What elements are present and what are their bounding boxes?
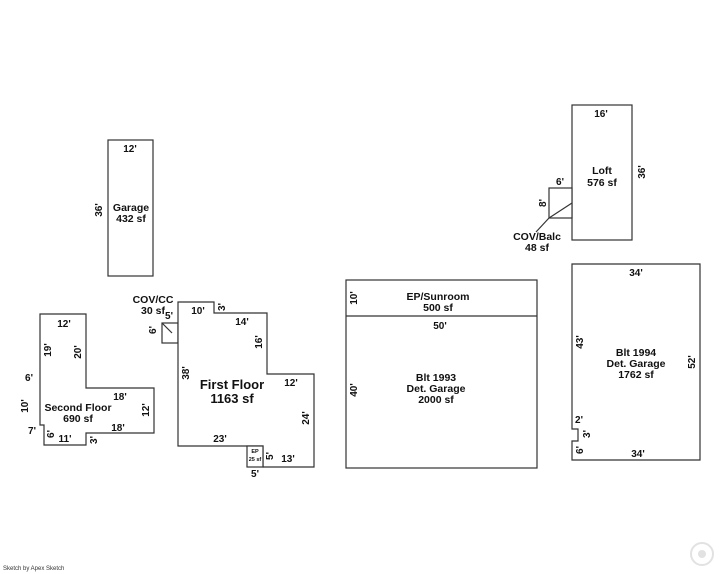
cov-balc-h-dim: 8' bbox=[538, 199, 549, 207]
det-garage-1993-top-dim: 50' bbox=[433, 321, 447, 332]
first-floor-top-small-dim: 3' bbox=[217, 303, 228, 311]
first-floor-area: 1163 sf bbox=[210, 391, 254, 406]
cov-balc-outline bbox=[548, 187, 573, 219]
loft-room: 16' 36' Loft 576 sf bbox=[571, 104, 648, 241]
det-garage-1994-top-dim: 34' bbox=[629, 268, 643, 279]
first-floor-name: First Floor bbox=[200, 377, 264, 392]
second-floor-left-upper-dim: 19' bbox=[43, 343, 54, 357]
sunroom-name: EP/Sunroom bbox=[406, 291, 469, 303]
cov-balc-name: COV/Balc bbox=[513, 231, 561, 243]
second-floor-room: 12' 19' 20' 6' 10' 18' 12' 18' 7' 6' 11'… bbox=[20, 313, 155, 446]
sunroom-area: 500 sf bbox=[423, 302, 453, 314]
second-floor-bottom-dim: 11' bbox=[59, 434, 72, 445]
first-floor-outline bbox=[177, 301, 315, 468]
loft-top-dim: 16' bbox=[594, 109, 608, 120]
det-garage-1994-room: 34' 43' 52' 34' 2' 3' 6' Blt 1994 Det. G… bbox=[571, 263, 701, 461]
second-floor-area: 690 sf bbox=[63, 413, 93, 425]
garage-outline bbox=[107, 139, 154, 277]
second-floor-bottom-small-dim: 3' bbox=[89, 436, 100, 444]
second-floor-top-dim: 12' bbox=[57, 319, 71, 330]
det-garage-1993-name2: Det. Garage bbox=[407, 383, 466, 395]
sunroom-side-dim: 10' bbox=[349, 291, 360, 305]
loft-outline bbox=[571, 104, 633, 241]
det-garage-1994-lower-dim: 6' bbox=[575, 446, 586, 454]
first-floor-right-upper-dim: 16' bbox=[254, 335, 265, 349]
cov-balc-area: 48 sf bbox=[525, 242, 549, 254]
cov-cc-w-dim: 5' bbox=[165, 311, 173, 322]
cov-cc-area: 30 sf bbox=[141, 305, 165, 317]
cov-cc-room: COV/CC 30 sf 5' 6' bbox=[133, 294, 179, 344]
garage-area: 432 sf bbox=[116, 213, 146, 225]
det-garage-1994-name2: Det. Garage bbox=[607, 358, 666, 370]
det-garage-1994-bottom-dim: 34' bbox=[631, 449, 645, 460]
garage-side-dim: 36' bbox=[94, 203, 105, 217]
det-garage-1993-room: 10' EP/Sunroom 500 sf 50' 40' Blt 1993 D… bbox=[345, 279, 538, 469]
det-garage-1993-outline bbox=[345, 279, 538, 469]
first-floor-room: EP 25 sf 10' 3' 14' 16' 12' 38' 24' 23' … bbox=[177, 301, 315, 480]
loft-side-dim: 36' bbox=[637, 165, 648, 179]
det-garage-1993-area: 2000 sf bbox=[418, 394, 454, 406]
ep-box-name: EP bbox=[251, 449, 259, 455]
cov-balc-w-dim: 6' bbox=[556, 177, 564, 188]
second-floor-step-small-dim: 6' bbox=[46, 430, 57, 438]
garage-room: 12' 36' Garage 432 sf bbox=[94, 139, 154, 277]
det-garage-1994-area: 1762 sf bbox=[618, 369, 654, 381]
second-floor-right-dim: 12' bbox=[141, 403, 152, 417]
garage-top-dim: 12' bbox=[123, 144, 137, 155]
first-floor-top-dim: 10' bbox=[191, 306, 205, 317]
ep-box-area: 25 sf bbox=[249, 457, 262, 463]
first-floor-bottom-dim: 23' bbox=[213, 434, 227, 445]
second-floor-outline bbox=[39, 313, 155, 446]
second-floor-name: Second Floor bbox=[44, 402, 111, 414]
garage-name: Garage bbox=[113, 202, 149, 214]
second-floor-right-upper-dim: 20' bbox=[73, 345, 84, 359]
det-garage-1994-outline bbox=[571, 263, 701, 461]
cov-balc-room: 6' 8' COV/Balc 48 sf bbox=[513, 177, 573, 254]
det-garage-1993-name1: Blt 1993 bbox=[416, 372, 456, 384]
cov-balc-leader bbox=[535, 217, 550, 233]
det-garage-1994-name1: Blt 1994 bbox=[616, 347, 656, 359]
cov-cc-leader bbox=[161, 322, 173, 334]
second-floor-bottom-left-step-dim: 7' bbox=[28, 426, 36, 437]
loft-name: Loft bbox=[592, 165, 612, 177]
det-garage-1994-right-dim: 52' bbox=[687, 355, 698, 369]
first-floor-left-dim: 38' bbox=[181, 366, 192, 380]
first-floor-top-right-dim: 14' bbox=[235, 317, 249, 328]
second-floor-step-dim: 6' bbox=[25, 373, 33, 384]
cov-cc-h-dim: 6' bbox=[148, 326, 159, 334]
second-floor-left-dim: 10' bbox=[20, 399, 31, 413]
first-floor-step-dim: 12' bbox=[284, 378, 298, 389]
ep-box-outline bbox=[246, 445, 264, 468]
second-floor-bottom-right-dim: 18' bbox=[111, 423, 125, 434]
det-garage-1994-notch-w-dim: 2' bbox=[575, 415, 583, 426]
cov-balc-diagonal bbox=[548, 202, 573, 219]
cov-cc-name: COV/CC bbox=[133, 294, 174, 306]
det-garage-1993-side-dim: 40' bbox=[349, 383, 360, 397]
det-garage-1994-notch-h-dim: 3' bbox=[582, 430, 593, 438]
first-floor-right-dim: 24' bbox=[301, 411, 312, 425]
sketch-credit: Sketch by Apex Sketch bbox=[3, 566, 65, 572]
first-floor-ep-h-dim: 5' bbox=[265, 452, 276, 460]
first-floor-ep-w-dim: 5' bbox=[251, 469, 259, 480]
watermark-logo-icon bbox=[690, 542, 714, 566]
loft-area: 576 sf bbox=[587, 177, 617, 189]
second-floor-inner-right-dim: 18' bbox=[113, 392, 127, 403]
det-garage-1994-left-dim: 43' bbox=[575, 335, 586, 349]
first-floor-bottom-right-dim: 13' bbox=[281, 454, 295, 465]
